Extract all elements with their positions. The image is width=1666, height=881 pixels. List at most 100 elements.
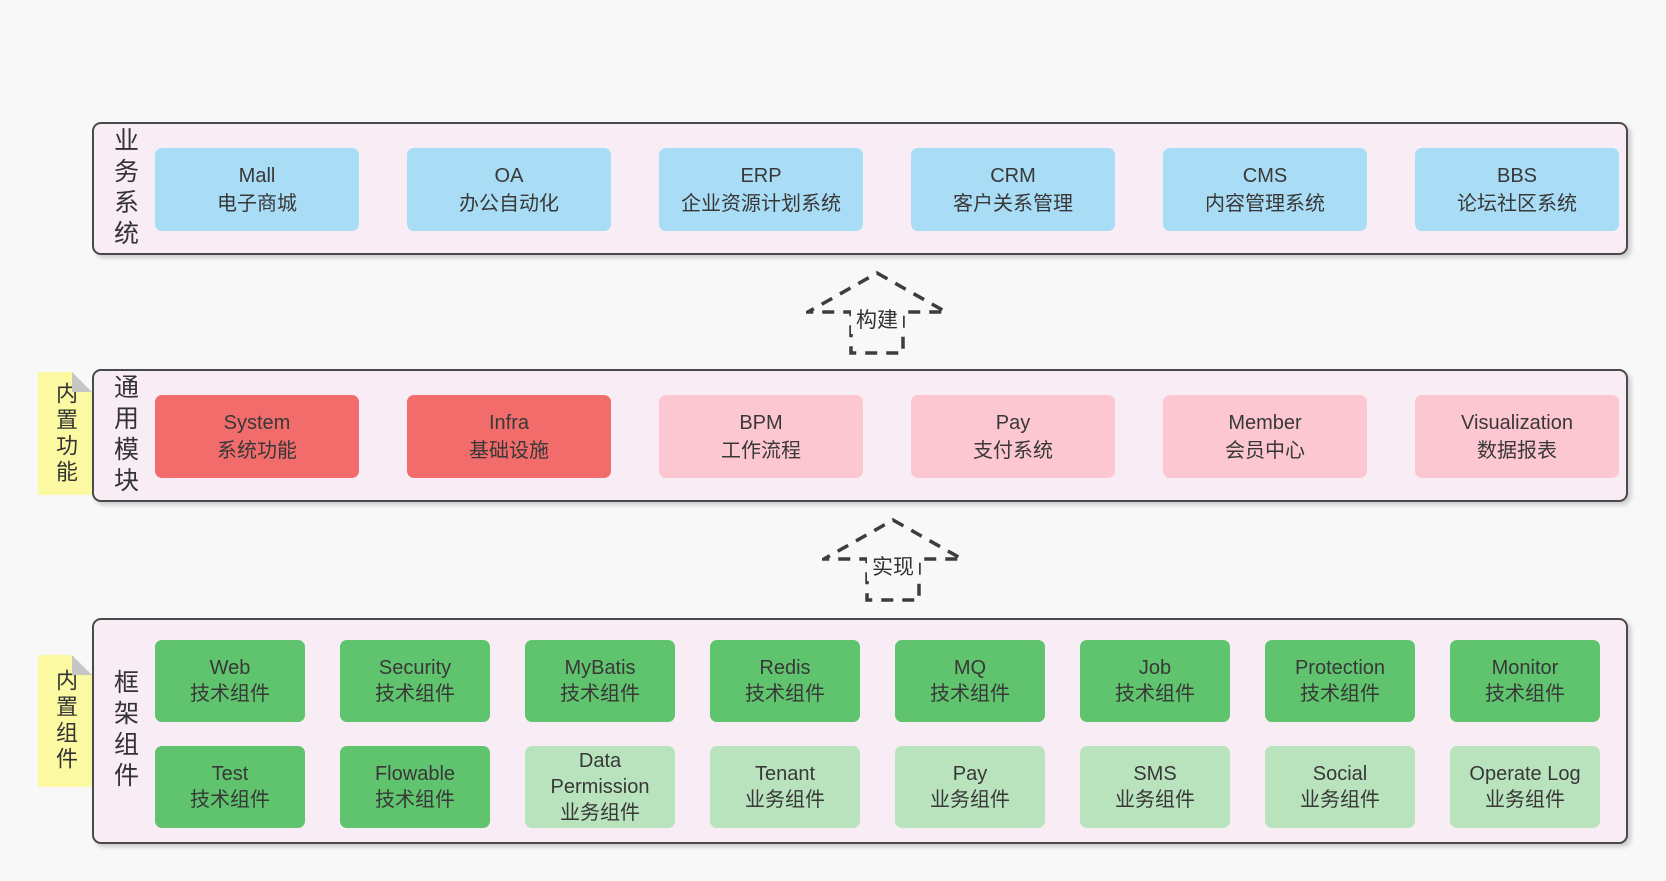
box-crm: CRM 客户关系管理 xyxy=(911,148,1115,231)
box-title: Data Permission xyxy=(550,750,650,798)
box-subtitle: 业务组件 xyxy=(930,789,1010,811)
box-visualization: Visualization 数据报表 xyxy=(1415,395,1619,478)
box-subtitle: 企业资源计划系统 xyxy=(681,192,841,215)
box-title: SMS xyxy=(1133,763,1177,785)
up-arrow-icon xyxy=(806,270,948,355)
box-title: System xyxy=(223,411,291,434)
box-title: Tenant xyxy=(754,763,816,785)
box-subtitle: 电子商城 xyxy=(217,192,297,215)
box-bbs: BBS 论坛社区系统 xyxy=(1415,148,1619,231)
box-subtitle: 技术组件 xyxy=(375,789,455,811)
box-subtitle: 业务组件 xyxy=(1485,789,1565,811)
box-erp: ERP 企业资源计划系统 xyxy=(659,148,863,231)
layer-business-systems: 业务系统 Mall 电子商城 OA 办公自动化 ERP 企业资源计划系统 CRM… xyxy=(92,122,1628,255)
sticky-tag-built-in-components: 内置组件 xyxy=(38,655,92,787)
box-tenant: Tenant 业务组件 xyxy=(710,746,860,828)
box-cms: CMS 内容管理系统 xyxy=(1163,148,1367,231)
box-social: Social 业务组件 xyxy=(1265,746,1415,828)
box-subtitle: 会员中心 xyxy=(1225,439,1305,462)
box-title: Pay xyxy=(995,411,1031,434)
box-job: Job 技术组件 xyxy=(1080,640,1230,722)
box-title: Pay xyxy=(952,763,988,785)
layer-modules-label-wrap: 通用模块 xyxy=(94,371,155,500)
box-title: Security xyxy=(378,657,452,679)
component-boxes-row-2: Test 技术组件 Flowable 技术组件 Data Permission … xyxy=(155,746,1600,828)
implement-arrow-label: 实现 xyxy=(867,551,919,581)
box-title: Test xyxy=(211,763,249,785)
box-title: Mall xyxy=(238,164,276,187)
box-title: Operate Log xyxy=(1469,763,1581,785)
box-redis: Redis 技术组件 xyxy=(710,640,860,722)
box-security: Security 技术组件 xyxy=(340,640,490,722)
box-subtitle: 支付系统 xyxy=(973,439,1053,462)
box-subtitle: 技术组件 xyxy=(190,683,270,705)
box-title: OA xyxy=(494,164,524,187)
folded-corner-icon xyxy=(72,655,92,675)
box-subtitle: 业务组件 xyxy=(1115,789,1195,811)
sticky-tag-text: 内置功能 xyxy=(53,381,78,486)
box-flowable: Flowable 技术组件 xyxy=(340,746,490,828)
box-subtitle: 工作流程 xyxy=(721,439,801,462)
box-member: Member 会员中心 xyxy=(1163,395,1367,478)
box-subtitle: 技术组件 xyxy=(930,683,1010,705)
box-subtitle: 业务组件 xyxy=(1300,789,1380,811)
up-arrow-icon xyxy=(822,517,964,602)
box-mall: Mall 电子商城 xyxy=(155,148,359,231)
layer-framework-components: 框架组件 Web 技术组件 Security 技术组件 MyBatis 技术组件… xyxy=(92,618,1628,844)
build-arrow: 构建 xyxy=(806,270,948,356)
layer-components-label-wrap: 框架组件 xyxy=(94,620,155,842)
box-mq: MQ 技术组件 xyxy=(895,640,1045,722)
box-title: Infra xyxy=(488,411,530,434)
box-protection: Protection 技术组件 xyxy=(1265,640,1415,722)
box-subtitle: 基础设施 xyxy=(469,439,549,462)
box-title: Monitor xyxy=(1491,657,1559,679)
implement-arrow: 实现 xyxy=(822,517,964,603)
box-subtitle: 技术组件 xyxy=(560,683,640,705)
box-test: Test 技术组件 xyxy=(155,746,305,828)
layer-components-label: 框架组件 xyxy=(110,669,139,793)
box-subtitle: 业务组件 xyxy=(745,789,825,811)
sticky-tag-built-in-features: 内置功能 xyxy=(38,372,92,495)
box-title: ERP xyxy=(740,164,782,187)
box-infra: Infra 基础设施 xyxy=(407,395,611,478)
box-title: MyBatis xyxy=(564,657,636,679)
box-oa: OA 办公自动化 xyxy=(407,148,611,231)
box-title: MQ xyxy=(953,657,987,679)
box-title: Visualization xyxy=(1461,411,1573,434)
box-subtitle: 系统功能 xyxy=(217,439,297,462)
box-subtitle: 内容管理系统 xyxy=(1205,192,1325,215)
box-subtitle: 业务组件 xyxy=(560,802,640,824)
layer-common-modules: 通用模块 System 系统功能 Infra 基础设施 BPM 工作流程 Pay… xyxy=(92,369,1628,502)
box-subtitle: 办公自动化 xyxy=(459,192,559,215)
box-subtitle: 技术组件 xyxy=(1485,683,1565,705)
box-title: BPM xyxy=(739,411,783,434)
layer-business-label: 业务系统 xyxy=(110,126,139,251)
box-subtitle: 技术组件 xyxy=(1300,683,1380,705)
box-title: Redis xyxy=(759,657,811,679)
box-mybatis: MyBatis 技术组件 xyxy=(525,640,675,722)
box-title: Member xyxy=(1228,411,1302,434)
box-system: System 系统功能 xyxy=(155,395,359,478)
box-monitor: Monitor 技术组件 xyxy=(1450,640,1600,722)
box-title: Social xyxy=(1312,763,1368,785)
box-subtitle: 客户关系管理 xyxy=(953,192,1073,215)
layer-business-label-wrap: 业务系统 xyxy=(94,124,155,253)
box-title: BBS xyxy=(1496,164,1538,187)
box-data-permission: Data Permission 业务组件 xyxy=(525,746,675,828)
box-subtitle: 技术组件 xyxy=(745,683,825,705)
sticky-tag-text: 内置组件 xyxy=(53,669,78,773)
box-operate-log: Operate Log 业务组件 xyxy=(1450,746,1600,828)
box-sms: SMS 业务组件 xyxy=(1080,746,1230,828)
business-boxes-row: Mall 电子商城 OA 办公自动化 ERP 企业资源计划系统 CRM 客户关系… xyxy=(155,148,1619,231)
box-title: CMS xyxy=(1242,164,1288,187)
box-title: Job xyxy=(1138,657,1172,679)
box-subtitle: 数据报表 xyxy=(1477,439,1557,462)
component-boxes-row-1: Web 技术组件 Security 技术组件 MyBatis 技术组件 Redi… xyxy=(155,640,1600,722)
box-subtitle: 技术组件 xyxy=(375,683,455,705)
module-boxes-row: System 系统功能 Infra 基础设施 BPM 工作流程 Pay 支付系统… xyxy=(155,395,1619,478)
box-bpm: BPM 工作流程 xyxy=(659,395,863,478)
build-arrow-label: 构建 xyxy=(851,304,903,334)
box-title: Flowable xyxy=(374,763,456,785)
box-subtitle: 技术组件 xyxy=(190,789,270,811)
box-title: CRM xyxy=(990,164,1036,187)
